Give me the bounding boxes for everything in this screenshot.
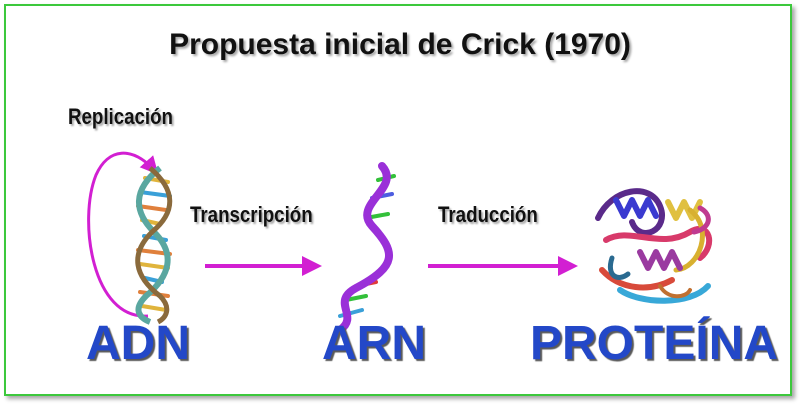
rna-strand-image bbox=[336, 162, 396, 334]
replication-label: Replicación bbox=[68, 104, 173, 129]
green-frame bbox=[4, 4, 792, 396]
dna-helix-image bbox=[135, 165, 173, 325]
rna-label: ARN bbox=[322, 317, 426, 370]
dna-label: ADN bbox=[86, 317, 190, 370]
protein-structure-image bbox=[595, 188, 712, 304]
diagram-title: Propuesta inicial de Crick (1970) bbox=[169, 28, 631, 61]
translation-label: Traducción bbox=[438, 202, 538, 227]
replication-loop-arrow bbox=[87, 151, 159, 318]
transcription-label: Transcripción bbox=[190, 202, 313, 227]
protein-label: PROTEÍNA bbox=[530, 317, 779, 370]
